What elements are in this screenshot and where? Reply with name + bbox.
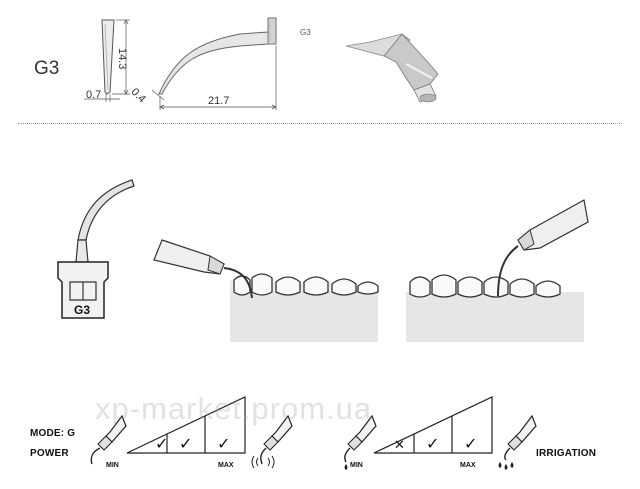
- dimension-width: 0.7: [86, 89, 102, 101]
- irrigation-handpiece-icon: [344, 414, 377, 470]
- irrigation-mark-3: ✓: [464, 436, 477, 453]
- tip-front-dimension-drawing: [84, 19, 130, 102]
- power-scale-wedge: ✓ ✓ ✓: [126, 396, 246, 454]
- power-mark-3: ✓: [217, 436, 230, 453]
- mode-label: MODE: G: [30, 428, 76, 439]
- tip-large-illustration: G3: [57, 179, 135, 319]
- tip-side-engraving: G3: [300, 28, 311, 37]
- tip-large-engraving: G3: [74, 303, 90, 317]
- irrigation-label: IRRIGATION: [536, 448, 597, 459]
- model-name: G3: [34, 58, 60, 79]
- power-mark-1: ✓: [155, 436, 168, 453]
- irrigation-mark-2: ✓: [426, 436, 439, 453]
- section-separator: [18, 123, 622, 124]
- irrigation-drops-icon: [498, 414, 537, 470]
- irrigation-mark-1: ✕: [394, 437, 405, 452]
- usage-illustration-left: [153, 239, 379, 342]
- irrigation-scale-wedge: ✕ ✓ ✓: [373, 396, 493, 454]
- power-label: POWER: [30, 448, 69, 459]
- power-max-label: MAX: [218, 462, 234, 469]
- tip-side-dimension-drawing: G3: [151, 17, 311, 110]
- power-vibration-icon: [251, 414, 293, 469]
- power-mark-2: ✓: [179, 436, 192, 453]
- irrigation-max-label: MAX: [460, 462, 476, 469]
- power-handpiece-icon: [90, 414, 127, 465]
- usage-illustration-right: [406, 199, 589, 342]
- dimension-height: 14.3: [116, 48, 128, 70]
- dimension-length: 21.7: [208, 95, 230, 107]
- tip-3d-view: [345, 33, 439, 103]
- power-min-label: MIN: [106, 462, 119, 469]
- watermark: xp-market.prom.ua: [95, 391, 373, 426]
- irrigation-min-label: MIN: [350, 462, 363, 469]
